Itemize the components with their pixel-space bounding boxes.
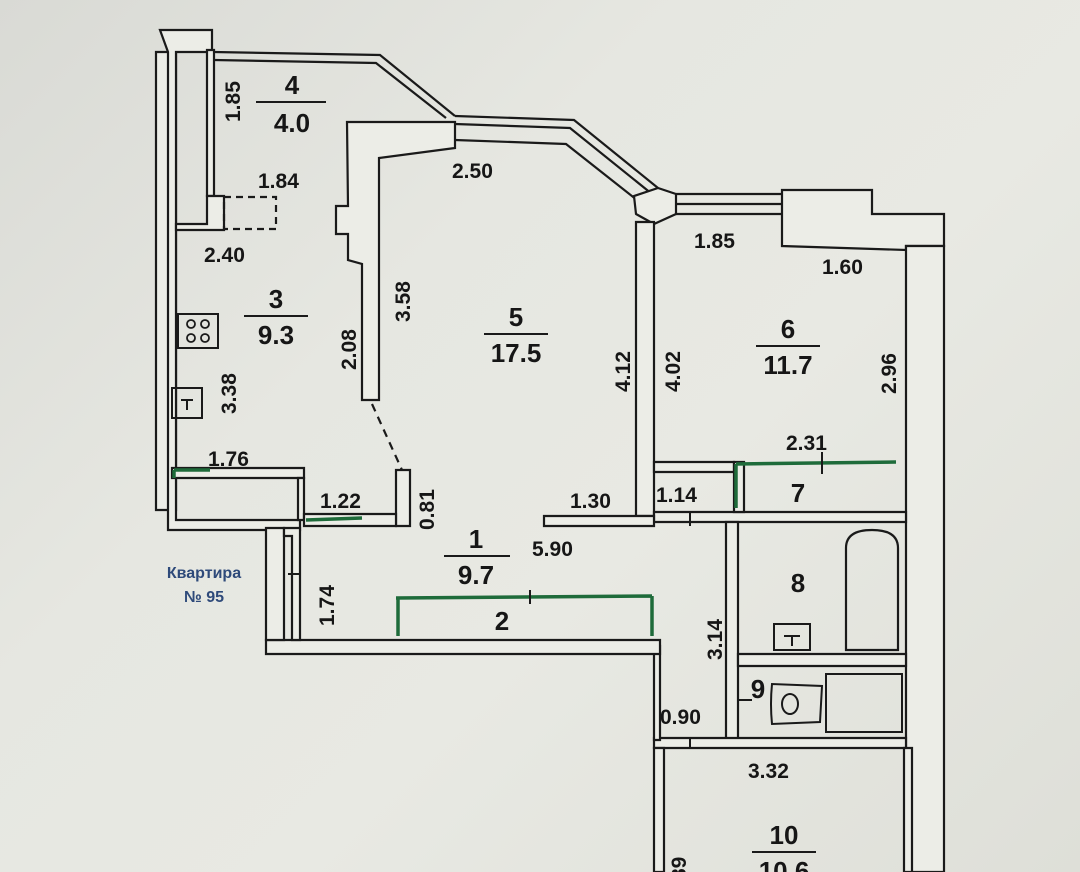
- room-2-number: 2: [495, 606, 509, 636]
- door-entry: [305, 516, 363, 522]
- kitchen-sink-icon: [171, 387, 203, 419]
- room-4-number: 4: [285, 70, 300, 100]
- corridor-top-wall: [542, 514, 656, 528]
- dim-3-14-vertical: 3.14: [704, 619, 727, 660]
- dim-1-76: 1.76: [208, 448, 249, 471]
- bathtub-icon: [844, 528, 900, 652]
- dim-3-32: 3.32: [748, 760, 789, 783]
- dim-edge-vertical: 89: [668, 857, 691, 872]
- dim-1-22: 1.22: [320, 490, 361, 513]
- door-wardrobe-2: [395, 594, 654, 636]
- dim-2-50: 2.50: [452, 160, 493, 183]
- stove-icon: [177, 313, 219, 349]
- room-6-number: 6: [781, 314, 795, 344]
- wc9-bottom-wall: [652, 736, 908, 750]
- dim-2-31: 2.31: [786, 432, 827, 455]
- dim-2-40: 2.40: [204, 244, 245, 267]
- door-wardrobe-7: [734, 460, 897, 508]
- fixtures: [171, 313, 903, 748]
- inner-wall-left: [158, 28, 302, 532]
- dim-1-30: 1.30: [570, 490, 611, 513]
- toilet-icon: [770, 673, 903, 733]
- room-6-area: 11.7: [763, 350, 812, 380]
- room6-top-right-block: [780, 188, 946, 252]
- window-room5: [454, 114, 659, 189]
- window-room5-inner2: [454, 138, 643, 205]
- corridor-bottom-wall: [264, 638, 662, 656]
- bath-left-wall: [724, 520, 740, 742]
- neighbor-label-line2: № 95: [184, 589, 224, 606]
- dim-0-81-vertical: 0.81: [416, 489, 439, 530]
- dim-0-90: 0.90: [660, 706, 701, 729]
- dim-4-02-vertical: 4.02: [662, 351, 685, 392]
- dim-3-58-vertical: 3.58: [392, 281, 415, 322]
- room7-bottom-wall: [652, 510, 908, 524]
- dim-1-85: 1.85: [694, 230, 735, 253]
- room-5-area: 17.5: [491, 338, 542, 368]
- room-labels: 4 4.0 3 9.3 5 17.5 6 11.7 1 9.7 2 7 8 9 …: [244, 70, 820, 872]
- dashed-opening: [370, 403, 404, 471]
- room-8-number: 8: [791, 568, 805, 598]
- entry-inner-wall: [282, 526, 302, 642]
- room-1-number: 1: [469, 524, 483, 554]
- room10-right-wall: [902, 746, 914, 872]
- dim-1-74-vertical: 1.74: [316, 585, 339, 626]
- door-kitchen: [172, 468, 210, 478]
- dim-1-60: 1.60: [822, 256, 863, 279]
- wall-room5-corner: [632, 186, 678, 226]
- kitchen-room5-wall: [334, 120, 457, 402]
- dim-1-85-vertical: 1.85: [222, 81, 245, 122]
- dim-3-38-vertical: 3.38: [218, 373, 241, 414]
- walls: [154, 28, 946, 872]
- room-4-area: 4.0: [274, 108, 310, 138]
- balcony-railing-top-inner: [213, 58, 447, 119]
- window-room6: [676, 192, 782, 216]
- room6-bottom-wall: [652, 460, 736, 474]
- dim-1-84: 1.84: [258, 170, 299, 193]
- bathroom-sink-icon: [773, 623, 811, 651]
- room-3-area: 9.3: [258, 320, 294, 350]
- room-5-number: 5: [509, 302, 523, 332]
- dimension-labels: 1.85 1.84 2.40 3.38 2.08 3.58 2.50 1.85 …: [204, 81, 901, 872]
- wall-near-081: [394, 468, 412, 528]
- room-10-area: 10.6: [759, 856, 810, 872]
- neighbor-apartment-label: Квартира № 95: [167, 565, 241, 606]
- kitchen-niche: [222, 195, 278, 231]
- room-10-number: 10: [770, 820, 799, 850]
- balcony-wall-left: [205, 48, 216, 198]
- doors: [172, 460, 897, 636]
- dim-1-14: 1.14: [656, 484, 697, 507]
- window-room5-inner: [454, 122, 653, 195]
- room-7-number: 7: [791, 478, 805, 508]
- balcony-railing-top: [213, 50, 456, 117]
- room-3-number: 3: [269, 284, 283, 314]
- dim-2-96-vertical: 2.96: [878, 353, 901, 394]
- dim-2-08-vertical: 2.08: [338, 329, 361, 370]
- room10-left-wall: [652, 746, 666, 872]
- room5-room6-wall: [634, 220, 656, 518]
- dim-4-12-vertical: 4.12: [612, 351, 635, 392]
- room-9-number: 9: [751, 674, 765, 704]
- entry-left-wall: [264, 526, 286, 642]
- room-1-area: 9.7: [458, 560, 494, 590]
- kitchen-upper-wall: [174, 194, 226, 232]
- bath8-bottom-wall: [736, 652, 908, 668]
- neighbor-label-line1: Квартира: [167, 565, 241, 582]
- dim-5-90: 5.90: [532, 538, 573, 561]
